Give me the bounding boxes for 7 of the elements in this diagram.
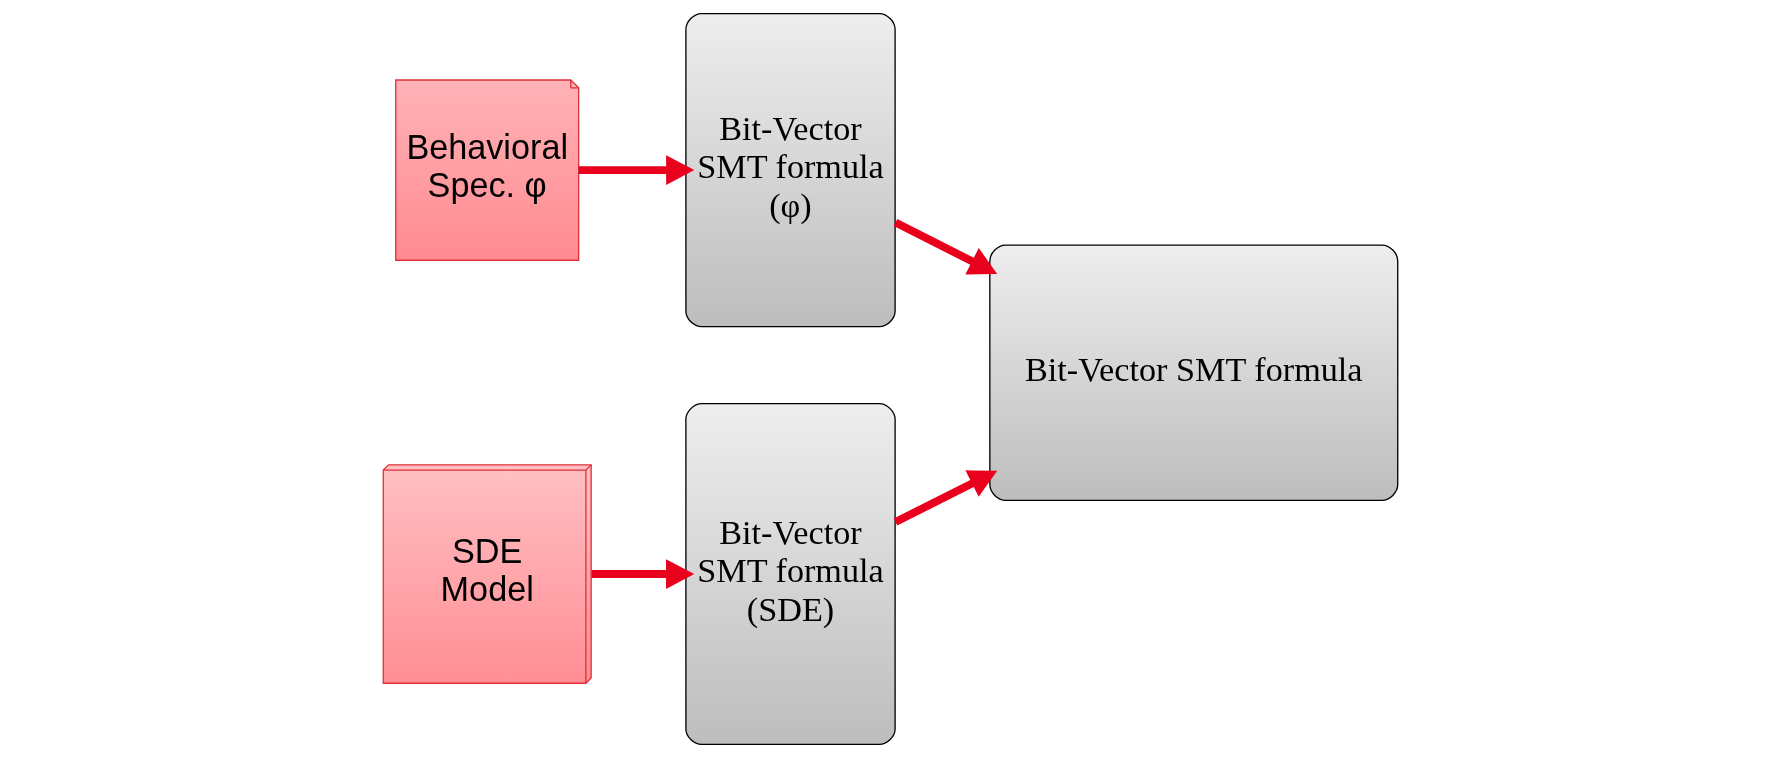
- arrow: [591, 559, 695, 589]
- arrow: [893, 219, 998, 275]
- node-box: Bit-Vector SMT formula: [989, 244, 1399, 502]
- arrow: [578, 155, 695, 185]
- node-box: Bit-Vector SMT formula (SDE): [685, 403, 896, 746]
- node-box: Bit-Vector SMT formula (φ): [685, 12, 896, 328]
- arrow: [893, 470, 998, 526]
